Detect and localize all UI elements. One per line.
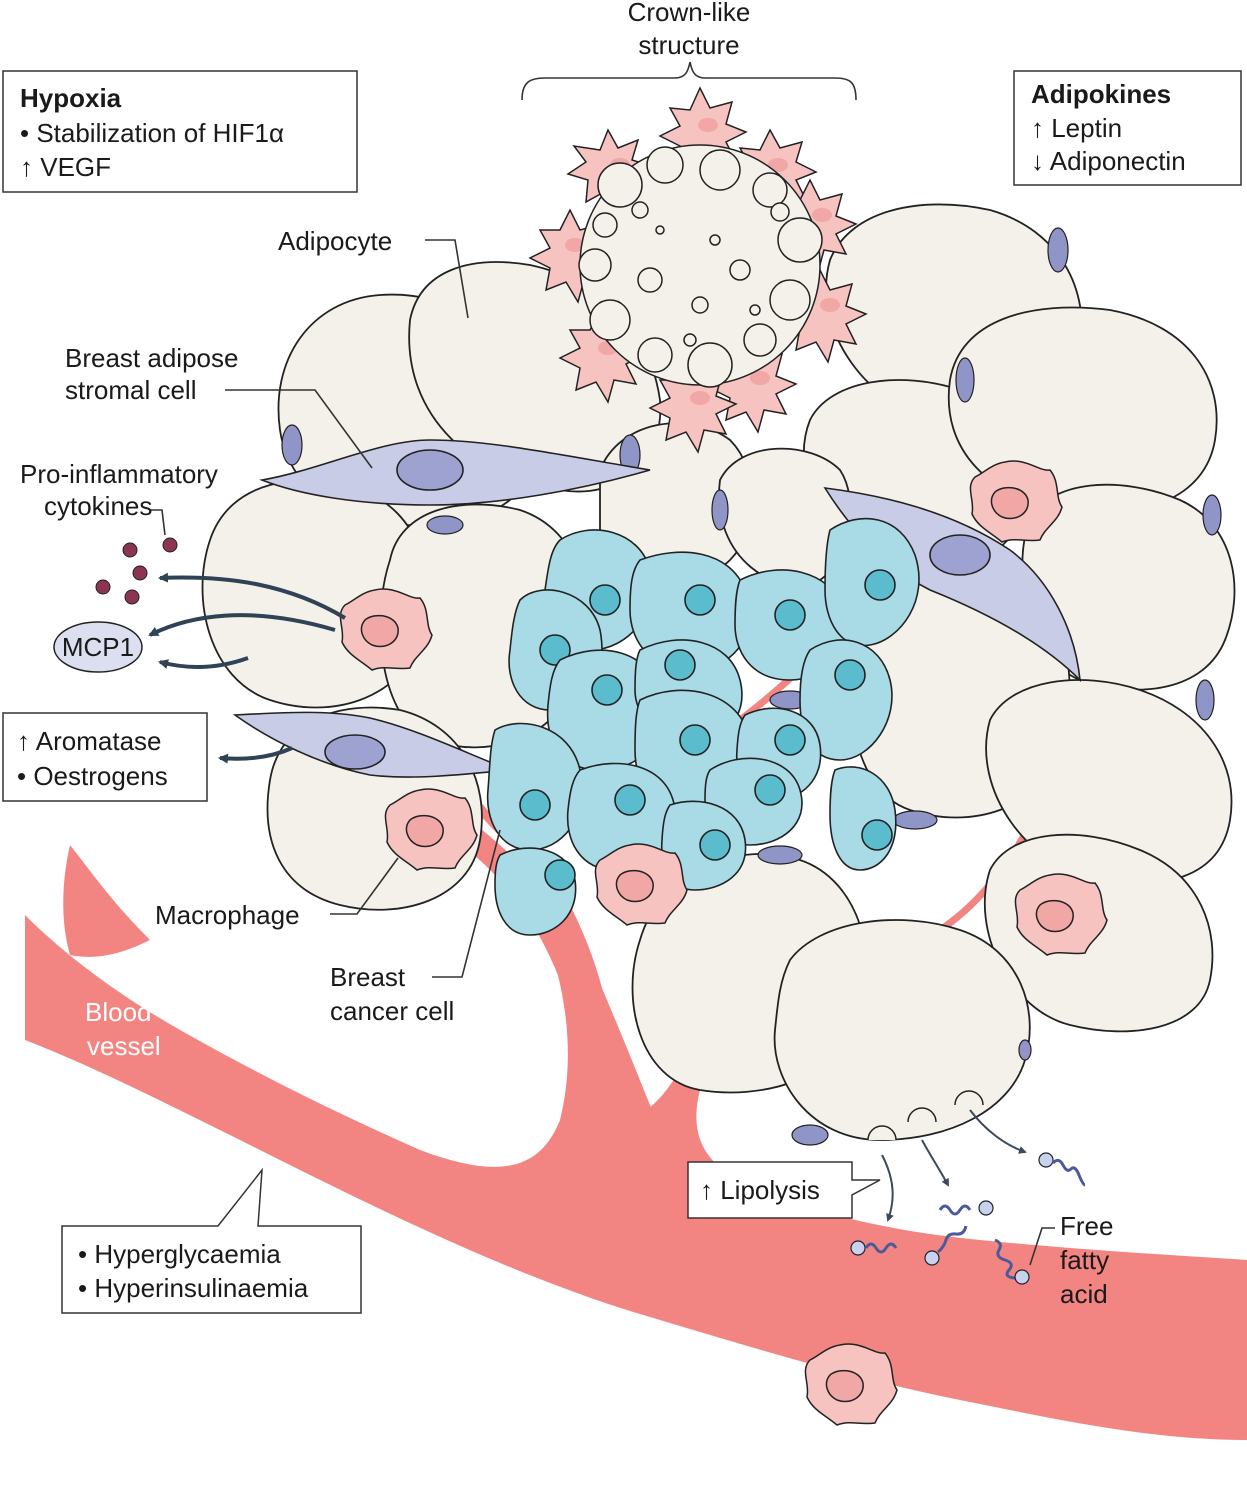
fatty-acid: [1038, 1152, 1086, 1187]
cancer-cell-cluster: [486, 517, 920, 936]
blood-vessel-label-line1: Blood: [85, 997, 152, 1027]
adipokines-title: Adipokines: [1031, 79, 1171, 109]
leader-lines: [150, 239, 1055, 1266]
macrophage: [594, 843, 688, 926]
hypoxia-box: Hypoxia • Stabilization of HIF1α ↑ VEGF: [2, 70, 358, 193]
cancer-label-line1: Breast: [330, 962, 406, 992]
mcp1-bubble: [53, 621, 143, 673]
glycaemia-box: • Hyperglycaemia • Hyperinsulinaemia: [61, 1167, 362, 1314]
adipokines-line2: ↓ Adiponectin: [1031, 146, 1186, 176]
fatty-acid: [938, 1200, 994, 1216]
pro-inflammatory-cytokines: [95, 537, 178, 605]
ffa-label-line3: acid: [1060, 1279, 1108, 1309]
macrophage-label: Macrophage: [155, 900, 300, 930]
hypoxia-title: Hypoxia: [20, 83, 122, 113]
breast-cancer-cell: [486, 722, 583, 851]
svg-text:structure: structure: [638, 30, 739, 60]
adipocyte-nuclei: [281, 227, 1222, 1146]
crown-nuclei: [565, 118, 840, 405]
fatty-acid: [994, 1238, 1030, 1285]
aromatase-box: ↑ Aromatase • Oestrogens: [2, 712, 208, 802]
fatty-acid: [924, 1225, 968, 1266]
lipolysis-arrows: [881, 1109, 1027, 1222]
macrophage: [384, 788, 478, 871]
free-fatty-acids: [850, 1152, 1086, 1285]
macrophage: [804, 1343, 898, 1426]
aromatase-line2: • Oestrogens: [17, 761, 168, 791]
lipid-droplets: [578, 146, 823, 388]
secretion-arrows: [148, 572, 347, 764]
hypoxia-line1: • Stabilization of HIF1α: [20, 118, 284, 148]
crown-like-label: Crown-like: [628, 0, 751, 27]
blood-vessel-label-line2: vessel: [87, 1031, 161, 1061]
lipolysis-pores: [867, 1090, 984, 1141]
macrophages: [339, 460, 1108, 1426]
mcp1-label: MCP1: [62, 632, 134, 662]
adipocyte: [773, 919, 1031, 1141]
macrophage: [969, 460, 1063, 543]
stromal-label-line1: Breast adipose: [65, 343, 238, 373]
glycaemia-line2: • Hyperinsulinaemia: [78, 1273, 309, 1303]
adipokines-box: Adipokines ↑ Leptin ↓ Adiponectin: [1013, 70, 1242, 186]
ffa-label-line1: Free: [1060, 1211, 1113, 1241]
lipolysis-box: ↑ Lipolysis: [687, 1161, 881, 1219]
glycaemia-line1: • Hyperglycaemia: [78, 1239, 281, 1269]
macrophage: [1014, 873, 1108, 956]
stromal-label-line2: stromal cell: [65, 375, 196, 405]
lipolysis-line1: ↑ Lipolysis: [700, 1175, 820, 1205]
cytokines-label-line2: cytokines: [44, 491, 152, 521]
aromatase-line1: ↑ Aromatase: [17, 726, 162, 756]
macrophage: [339, 588, 433, 671]
breast-cancer-cell: [799, 639, 893, 761]
crown-like-label-line2: structure: [638, 30, 739, 60]
ffa-label-line2: fatty: [1060, 1245, 1109, 1275]
adipocyte-label: Adipocyte: [278, 226, 392, 256]
fatty-acid: [850, 1240, 898, 1256]
adipokines-line1: ↑ Leptin: [1031, 113, 1122, 143]
hypoxia-line2: ↑ VEGF: [20, 152, 111, 182]
crown-bracket: [521, 61, 857, 101]
cancer-label-line2: cancer cell: [330, 996, 454, 1026]
cytokines-label-line1: Pro-inflammatory: [20, 459, 218, 489]
crown-like-structure: [528, 86, 868, 454]
